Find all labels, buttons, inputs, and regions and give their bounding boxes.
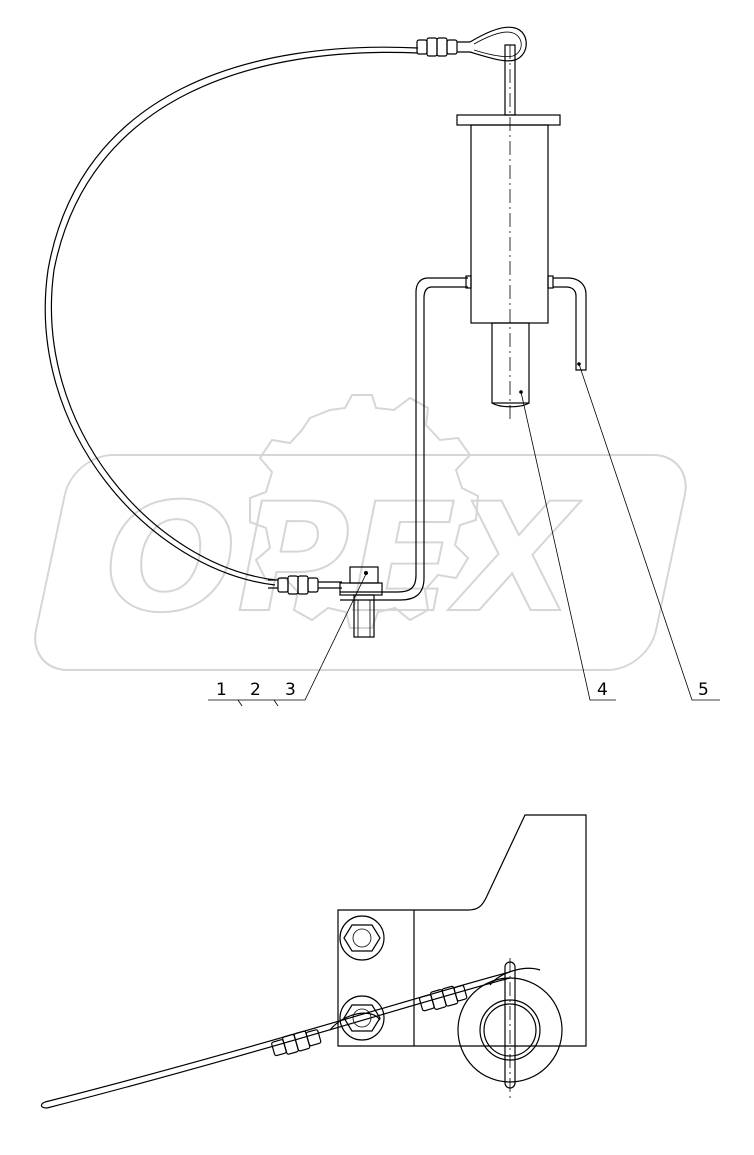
clamp-bolt — [339, 566, 383, 638]
top-view: 1 2 3 4 5 — [44, 26, 720, 707]
upper-hex-bolt — [339, 915, 385, 961]
wire-rope-outer — [44, 46, 419, 586]
side-ferrule-upper — [418, 984, 468, 1012]
callout-4: 4 — [597, 680, 608, 700]
lower-hex-bolt — [339, 995, 385, 1041]
leader-4 — [520, 391, 616, 701]
callout-2: 2 — [250, 680, 261, 700]
wire-rope-inner — [50, 51, 419, 581]
pin-boss — [457, 958, 563, 1100]
leader-5 — [578, 363, 720, 701]
diagonal-cable — [44, 971, 511, 1103]
bracket-rod-left — [340, 277, 468, 593]
pin-plunger — [491, 322, 530, 404]
watermark-plate — [34, 454, 687, 671]
watermark-gear — [249, 394, 480, 629]
bottom-crimp-ferrule — [268, 575, 342, 595]
callout-5: 5 — [698, 680, 709, 700]
watermark-text: OPEX — [105, 472, 582, 646]
watermark-logo: OPEX — [34, 394, 687, 671]
leader-1-2-3 — [208, 573, 367, 701]
mounting-plate — [337, 814, 587, 1047]
callout-3: 3 — [285, 680, 296, 700]
pin-sleeve — [470, 124, 549, 324]
pin-flange — [456, 114, 561, 126]
top-crimp-ferrule — [416, 37, 470, 57]
side-view — [40, 814, 587, 1109]
thimble-eye — [469, 26, 527, 62]
callout-1: 1 — [216, 680, 227, 700]
bracket-rod-right — [553, 277, 587, 371]
side-ferrule-lower — [271, 1029, 322, 1057]
